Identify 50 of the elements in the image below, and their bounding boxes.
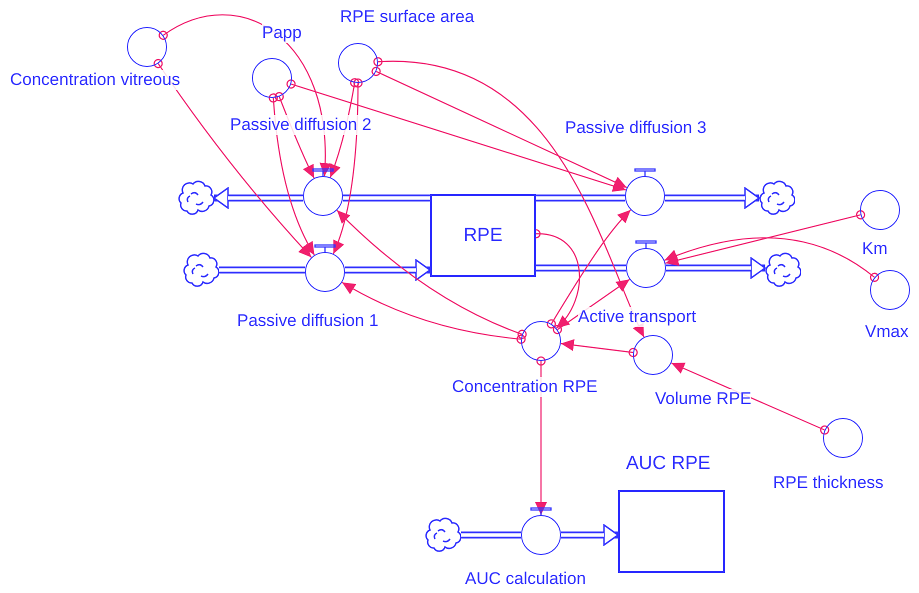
flow-valve	[303, 176, 343, 216]
auxiliary-variable	[860, 190, 900, 230]
link-arrow	[332, 78, 363, 254]
flow-pipe	[666, 257, 766, 279]
flow-pipe	[344, 259, 431, 281]
auxiliary-variable	[870, 270, 910, 310]
link-arrow	[552, 278, 630, 334]
flow-pipe	[342, 194, 430, 202]
link-arrow	[560, 339, 638, 358]
source-cloud	[759, 180, 795, 216]
flow-pipe	[219, 266, 306, 274]
link-arrow	[268, 93, 315, 256]
stock-box	[430, 194, 536, 277]
source-cloud	[183, 252, 219, 288]
link-arrow	[546, 210, 632, 329]
flow-pipe	[213, 187, 304, 209]
link-arrow	[154, 58, 312, 258]
stock-box	[618, 490, 725, 573]
flow-valve	[625, 176, 665, 216]
source-cloud	[178, 180, 214, 216]
variable-label: Concentration vitreous	[10, 70, 180, 90]
variable-label: Passive diffusion 2	[230, 115, 372, 135]
flow-valve	[305, 252, 345, 292]
auxiliary-variable	[521, 321, 561, 361]
source-cloud	[765, 252, 801, 288]
source-cloud	[425, 517, 461, 553]
variable-label: Papp	[262, 23, 302, 43]
auxiliary-variable	[252, 58, 292, 98]
link-arrow	[664, 237, 880, 282]
flow-pipe	[561, 524, 619, 546]
flow-valve	[626, 248, 666, 288]
auxiliary-variable	[633, 335, 673, 375]
auxiliary-variable	[823, 418, 863, 458]
flow-pipe	[461, 532, 521, 538]
flow-pipe	[536, 194, 626, 202]
variable-label: Active transport	[578, 307, 696, 327]
link-arrow	[336, 210, 527, 339]
variable-label: Concentration RPE	[452, 377, 598, 397]
link-arrow	[372, 66, 628, 188]
link-arrow	[671, 362, 830, 435]
link-arrow	[286, 79, 626, 192]
flow-pipe	[536, 264, 626, 272]
auxiliary-variable	[338, 43, 378, 83]
link-arrow	[373, 57, 645, 338]
stock-label: RPE	[463, 224, 503, 246]
flow-pipe	[664, 187, 760, 209]
auxiliary-variable	[127, 27, 167, 67]
flow-valve	[521, 515, 561, 555]
link-arrow	[665, 210, 866, 266]
link-arrow	[342, 282, 526, 344]
